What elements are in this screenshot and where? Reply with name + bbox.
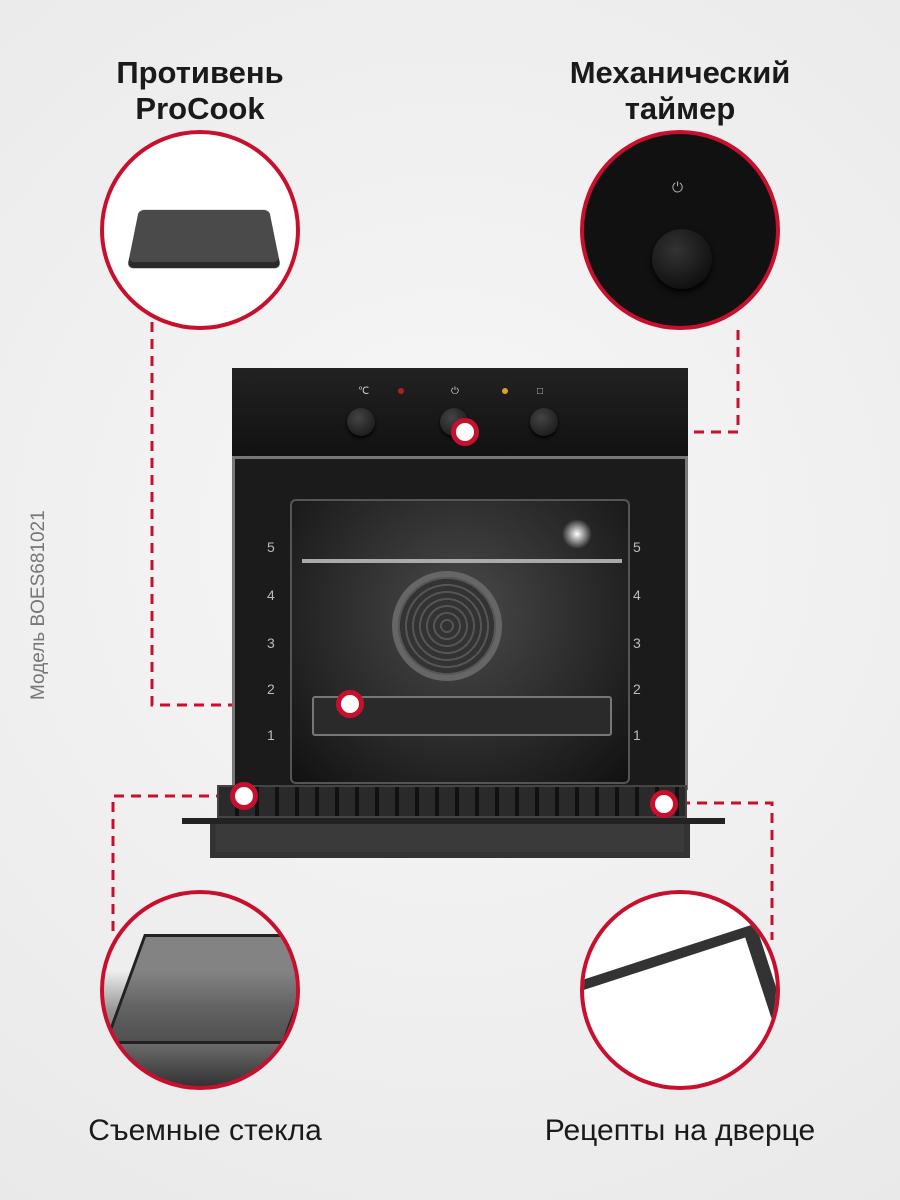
recipes-title: Рецепты на дверце bbox=[544, 1114, 816, 1147]
glass-title: Съемные стекла bbox=[88, 1114, 322, 1147]
temperature-icon: ℃ bbox=[358, 386, 370, 397]
timer-icon: ⏻ bbox=[451, 386, 459, 397]
door-frame bbox=[584, 923, 776, 1086]
temperature-knob[interactable] bbox=[347, 408, 375, 436]
timer-marker bbox=[451, 418, 479, 446]
oven-body: 5 4 3 2 1 5 4 3 2 1 bbox=[232, 456, 688, 790]
door-handle[interactable] bbox=[210, 824, 690, 858]
oven-lamp bbox=[562, 519, 592, 549]
tray-marker bbox=[336, 690, 364, 718]
tray-image bbox=[100, 130, 300, 330]
oven-door[interactable] bbox=[182, 785, 725, 858]
orange-indicator-led bbox=[502, 388, 508, 394]
door-recipes-image bbox=[580, 890, 780, 1090]
fan-icon bbox=[392, 571, 502, 681]
mode-knob[interactable] bbox=[530, 408, 558, 436]
baking-tray-icon bbox=[128, 209, 280, 263]
timer-image: ⏻ bbox=[580, 130, 780, 330]
timer-knob bbox=[652, 229, 712, 289]
model-label: Модель BOES681021 bbox=[28, 510, 49, 700]
recipes-marker bbox=[650, 790, 678, 818]
red-indicator-led bbox=[398, 388, 404, 394]
glass-callout-line bbox=[111, 794, 243, 935]
wire-rack bbox=[302, 559, 622, 563]
power-icon: ⏻ bbox=[672, 179, 684, 195]
recipes-callout-line bbox=[663, 801, 774, 940]
mode-icon: □ bbox=[537, 386, 544, 397]
oven-cavity bbox=[290, 499, 630, 784]
glass-panel bbox=[104, 934, 296, 1044]
timer-callout-line bbox=[465, 330, 740, 434]
glass-marker bbox=[230, 782, 258, 810]
removable-glass-image bbox=[100, 890, 300, 1090]
